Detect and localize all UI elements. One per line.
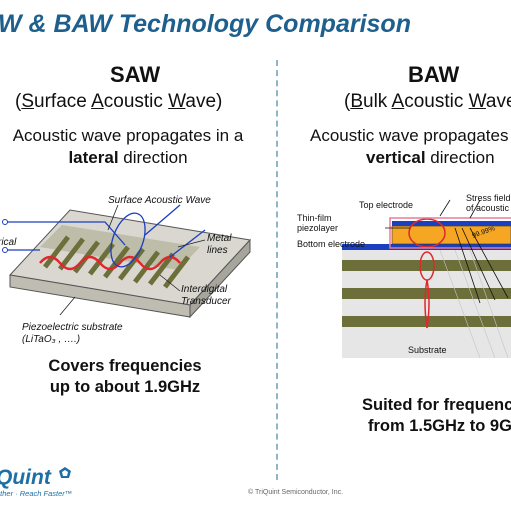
saw-subtitle: (Surface Acoustic Wave): [15, 91, 223, 112]
copyright: © TriQuint Semiconductor, Inc.: [248, 489, 344, 496]
baw-description: Acoustic wave propagates vertical direct…: [310, 126, 509, 167]
baw-label-piezolayer: piezolayer: [297, 223, 339, 233]
baw-heading: BAW: [408, 62, 460, 87]
saw-label-surface-wave: Surface Acoustic Wave: [108, 195, 211, 206]
page-title: W & BAW Technology Comparison: [0, 10, 411, 38]
saw-label-substrate-material: (LiTaO₃ , ….): [22, 334, 81, 345]
company-logo: Quint: [0, 466, 72, 490]
baw-label-thin-film: Thin-film: [297, 213, 332, 223]
baw-label-bottom-electrode: Bottom electrode: [297, 239, 366, 249]
saw-label-metal: Metal: [207, 233, 232, 244]
column-divider: [276, 60, 278, 480]
company-slogan: ether · Reach Faster™: [0, 489, 73, 498]
saw-label-idt1: Interdigital: [181, 284, 228, 295]
saw-label-idt2: Transducer: [181, 296, 231, 307]
baw-label-top-electrode: Top electrode: [359, 200, 414, 210]
baw-label-substrate: Substrate: [408, 345, 447, 355]
saw-frequency: Covers frequencies up to about 1.9GHz: [48, 357, 202, 396]
baw-label-stress-field: Stress field: [466, 193, 511, 203]
saw-label-substrate: Piezoelectric substrate: [22, 322, 123, 333]
baw-label-stress-field-2: of acoustic: [466, 203, 510, 213]
saw-diagram: [2, 204, 251, 319]
logo-pentagon-icon: [58, 467, 71, 478]
saw-description: Acoustic wave propagates in a lateral di…: [12, 126, 244, 167]
baw-diagram: 99.99%: [342, 199, 511, 359]
saw-label-lines: lines: [207, 245, 228, 256]
baw-frequency: Suited for frequenc from 1.5GHz to 9G: [362, 396, 511, 435]
saw-heading: SAW: [110, 62, 161, 87]
baw-subtitle: (Bulk Acoustic Wave: [344, 91, 511, 112]
